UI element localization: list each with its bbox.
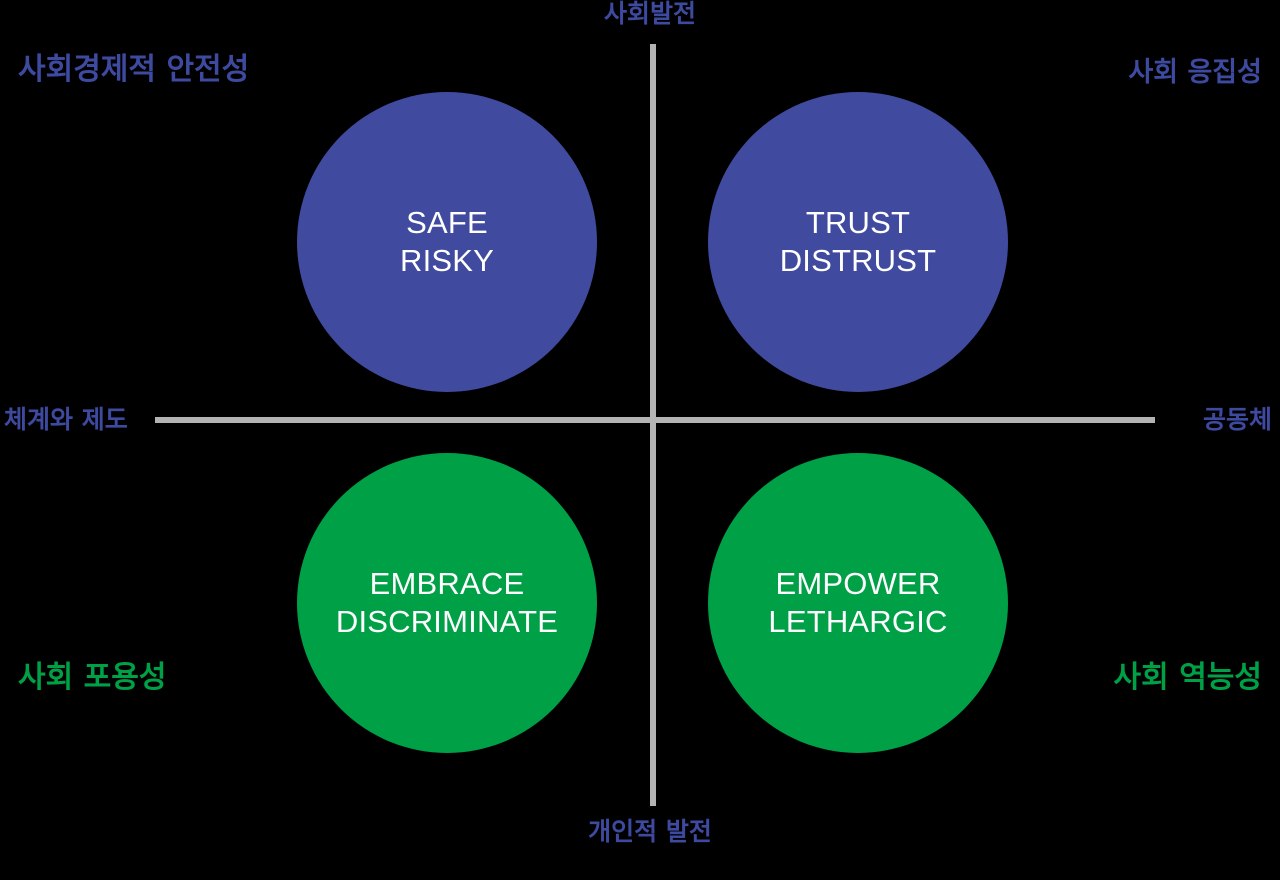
bubble-line-2: LETHARGIC <box>768 604 948 639</box>
quadrant-label-bottom-left: 사회 포용성 <box>18 660 167 695</box>
bubble-line-1: TRUST <box>805 205 911 241</box>
vertical-axis <box>650 44 656 806</box>
bubble-embrace-discriminate[interactable]: EMBRACE DISCRIMINATE <box>297 453 597 753</box>
bubble-line-2: DISCRIMINATE <box>335 604 559 639</box>
bubble-trust-distrust[interactable]: TRUST DISTRUST <box>708 92 1008 392</box>
bubble-line-2: RISKY <box>399 243 495 278</box>
bubble-safe-risky[interactable]: SAFE RISKY <box>297 92 597 392</box>
axis-label-left: 체계와 제도 <box>4 405 128 434</box>
axis-label-bottom: 개인적 발전 <box>588 817 712 846</box>
bubble-line-1: SAFE <box>406 205 488 241</box>
axis-label-top: 사회발전 <box>603 0 697 28</box>
bubble-line-2: DISTRUST <box>779 243 937 278</box>
quadrant-label-top-left: 사회경제적 안전성 <box>18 52 250 87</box>
bubble-line-1: EMPOWER <box>775 566 941 602</box>
bubble-line-1: EMBRACE <box>369 566 525 602</box>
bubble-empower-lethargic[interactable]: EMPOWER LETHARGIC <box>708 453 1008 753</box>
quadrant-label-bottom-right: 사회 역능성 <box>1113 660 1262 695</box>
axis-label-right: 공동체 <box>1202 405 1272 434</box>
quadrant-label-top-right: 사회 응집성 <box>1128 57 1262 88</box>
horizontal-axis <box>155 417 1155 423</box>
